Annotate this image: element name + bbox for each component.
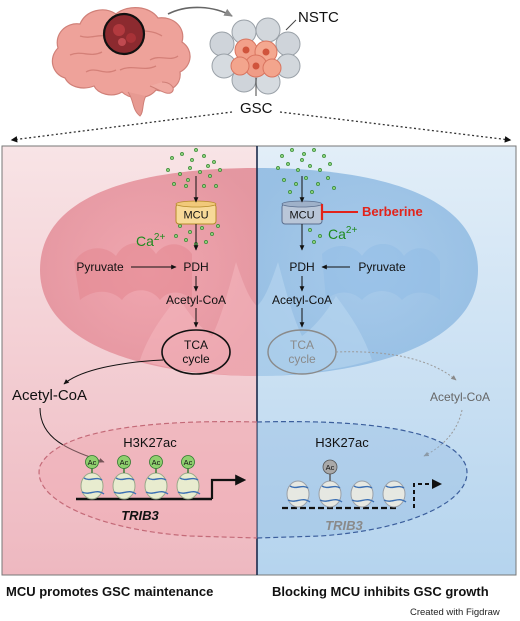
calcium-label-left: Ca2+ [136,232,165,249]
calcium-dots-left-top [166,148,222,188]
acetylcoa-label-left: Acetyl-CoA [166,293,226,307]
figdraw-credit: Created with Figdraw [410,607,500,618]
trib3-label-left: TRIB3 [121,508,159,523]
nucleosome [350,480,375,508]
nucleosome [382,480,407,508]
mcu-channel-left: MCU [175,200,217,225]
acetylcoa-cytosol-label-left: Acetyl-CoA [12,387,87,404]
spread-arrow-right [279,111,512,143]
nucleosomes-left: Ac Ac Ac Ac [80,455,201,500]
svg-text:cycle: cycle [288,352,316,366]
svg-text:TCA: TCA [290,338,314,352]
h3k27ac-label-left: H3K27ac [123,435,177,450]
svg-text:Ac: Ac [184,458,193,467]
nucleosome: Ac [318,459,343,508]
transcription-arrow-left [210,474,247,499]
mcu-channel-right: MCU [281,200,323,225]
acetylcoa-label-right: Acetyl-CoA [272,293,332,307]
nucleosome: Ac [144,455,169,500]
caption-left: MCU promotes GSC maintenance [6,584,214,599]
svg-text:Ac: Ac [120,458,129,467]
tca-to-acetylcoa-right [335,351,457,381]
acetylcoa-to-nucleus-right [423,409,463,457]
svg-text:Ac: Ac [326,463,335,472]
mcu-label-right: MCU [289,210,314,222]
svg-text:TCA: TCA [184,338,208,352]
nucleosome: Ac [112,455,137,500]
caption-right: Blocking MCU inhibits GSC growth [272,584,489,599]
acetylcoa-cytosol-label-right: Acetyl-CoA [430,390,490,404]
panel-frame [1,145,517,576]
calcium-dots-right-bottom [308,228,322,244]
nucleosome [286,480,311,508]
brain-to-cells-arrow [167,6,233,17]
berberine-label: Berberine [362,204,423,219]
nstc-label: NSTC [298,9,339,26]
nucleosome: Ac [176,455,201,500]
svg-text:Ac: Ac [88,458,97,467]
tca-to-acetylcoa-left [63,359,164,385]
gsc-label: GSC [240,100,273,117]
calcium-dots-right-top [276,148,336,194]
pyruvate-label-right: Pyruvate [358,260,406,274]
h3k27ac-label-right: H3K27ac [315,435,369,450]
brain-illustration [51,7,191,117]
spread-arrow-left [10,111,233,143]
pdh-label-left: PDH [183,260,208,274]
svg-text:Ac: Ac [152,458,161,467]
nucleosome: Ac [80,455,105,500]
berberine-inhibitor: Berberine [320,204,423,220]
transcription-arrow-right [413,479,442,508]
tca-cycle-left: TCA cycle [161,329,231,375]
calcium-label-right: Ca2+ [328,225,357,242]
pdh-label-right: PDH [289,260,314,274]
tumor-region [102,12,146,56]
nucleosomes-right: Ac [286,459,407,508]
pyruvate-label-left: Pyruvate [76,260,124,274]
trib3-label-right: TRIB3 [325,518,363,533]
svg-text:cycle: cycle [182,352,210,366]
nstc-pointer [285,19,297,31]
mcu-label-left: MCU [183,210,208,222]
tca-cycle-right: TCA cycle [267,329,337,375]
